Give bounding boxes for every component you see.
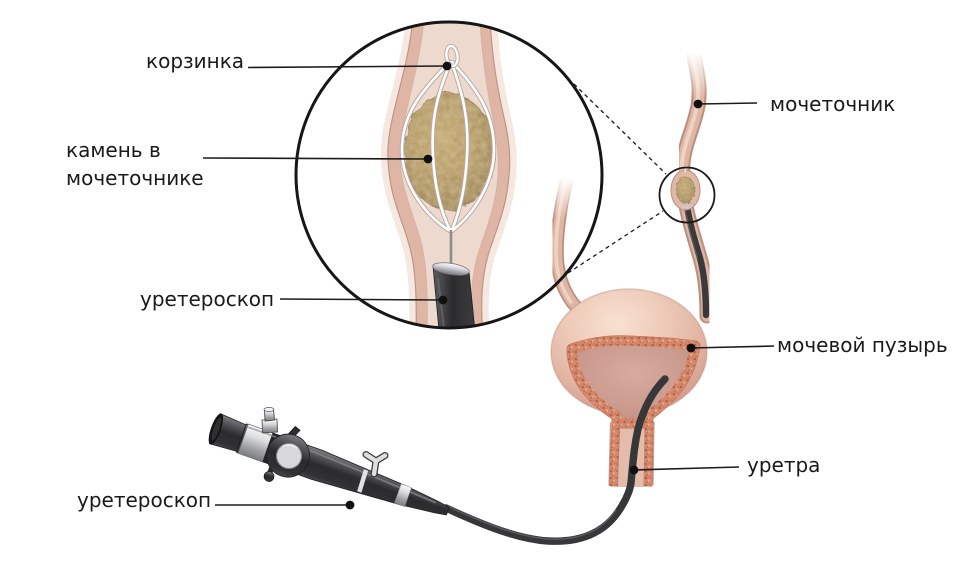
device-y-valve — [362, 451, 389, 478]
stone-site — [658, 165, 716, 224]
device-hub-disc — [276, 442, 303, 469]
device-bottom-peg — [263, 471, 275, 482]
inset-magnifier — [294, 20, 604, 330]
inset-stone — [403, 93, 495, 211]
label-stone-line1: камень в — [66, 138, 161, 162]
ureteroscope-device — [208, 407, 450, 516]
bladder — [550, 288, 708, 487]
leader-urethra-dot — [629, 465, 639, 475]
device-silver-band — [393, 483, 412, 507]
callout-dashed-lines — [567, 83, 667, 274]
bladder-wall-texture — [572, 341, 695, 423]
leader-bladder — [686, 343, 775, 353]
inset-ureteroscope-tip — [432, 230, 477, 328]
label-ureteroscope-device: уретероскоп — [77, 488, 211, 512]
leader-ureter-dot — [693, 99, 703, 109]
label-ureteroscope-inset: уретероскоп — [140, 287, 274, 311]
label-stone-line2: мочеточнике — [66, 166, 204, 190]
leader-ureteroscope-inset — [279, 295, 448, 305]
leader-basket-dot — [442, 61, 452, 71]
leader-ureteroscope-inset-dot — [438, 295, 448, 305]
magnifier-circle-outline — [294, 20, 604, 330]
stone-in-ureter-small — [676, 176, 695, 204]
label-urethra: уретра — [747, 453, 820, 477]
leader-ureteroscope-device — [215, 500, 355, 510]
device-irrigation-port — [261, 407, 278, 434]
label-basket: корзинка — [146, 49, 244, 73]
scope-shaft — [432, 265, 477, 328]
leader-ureteroscope-device-dot — [345, 500, 355, 510]
leader-stone-dot — [423, 154, 433, 164]
leader-basket — [247, 61, 452, 71]
leader-urethra — [629, 465, 740, 475]
label-bladder: мочевой пузырь — [777, 333, 948, 357]
device-white-band — [357, 469, 369, 493]
stone-site-circle — [658, 166, 716, 224]
leader-stone — [202, 154, 433, 164]
scope-silver-cap — [432, 262, 470, 276]
scope-cable — [442, 375, 669, 545]
leader-ureter — [693, 99, 758, 109]
annotations: корзинка камень в мочеточнике уретероско… — [66, 49, 948, 512]
basket-wires — [399, 43, 497, 234]
leader-bladder-dot — [686, 343, 696, 353]
label-ureter: мочеточник — [770, 92, 895, 116]
urethra — [608, 419, 655, 487]
